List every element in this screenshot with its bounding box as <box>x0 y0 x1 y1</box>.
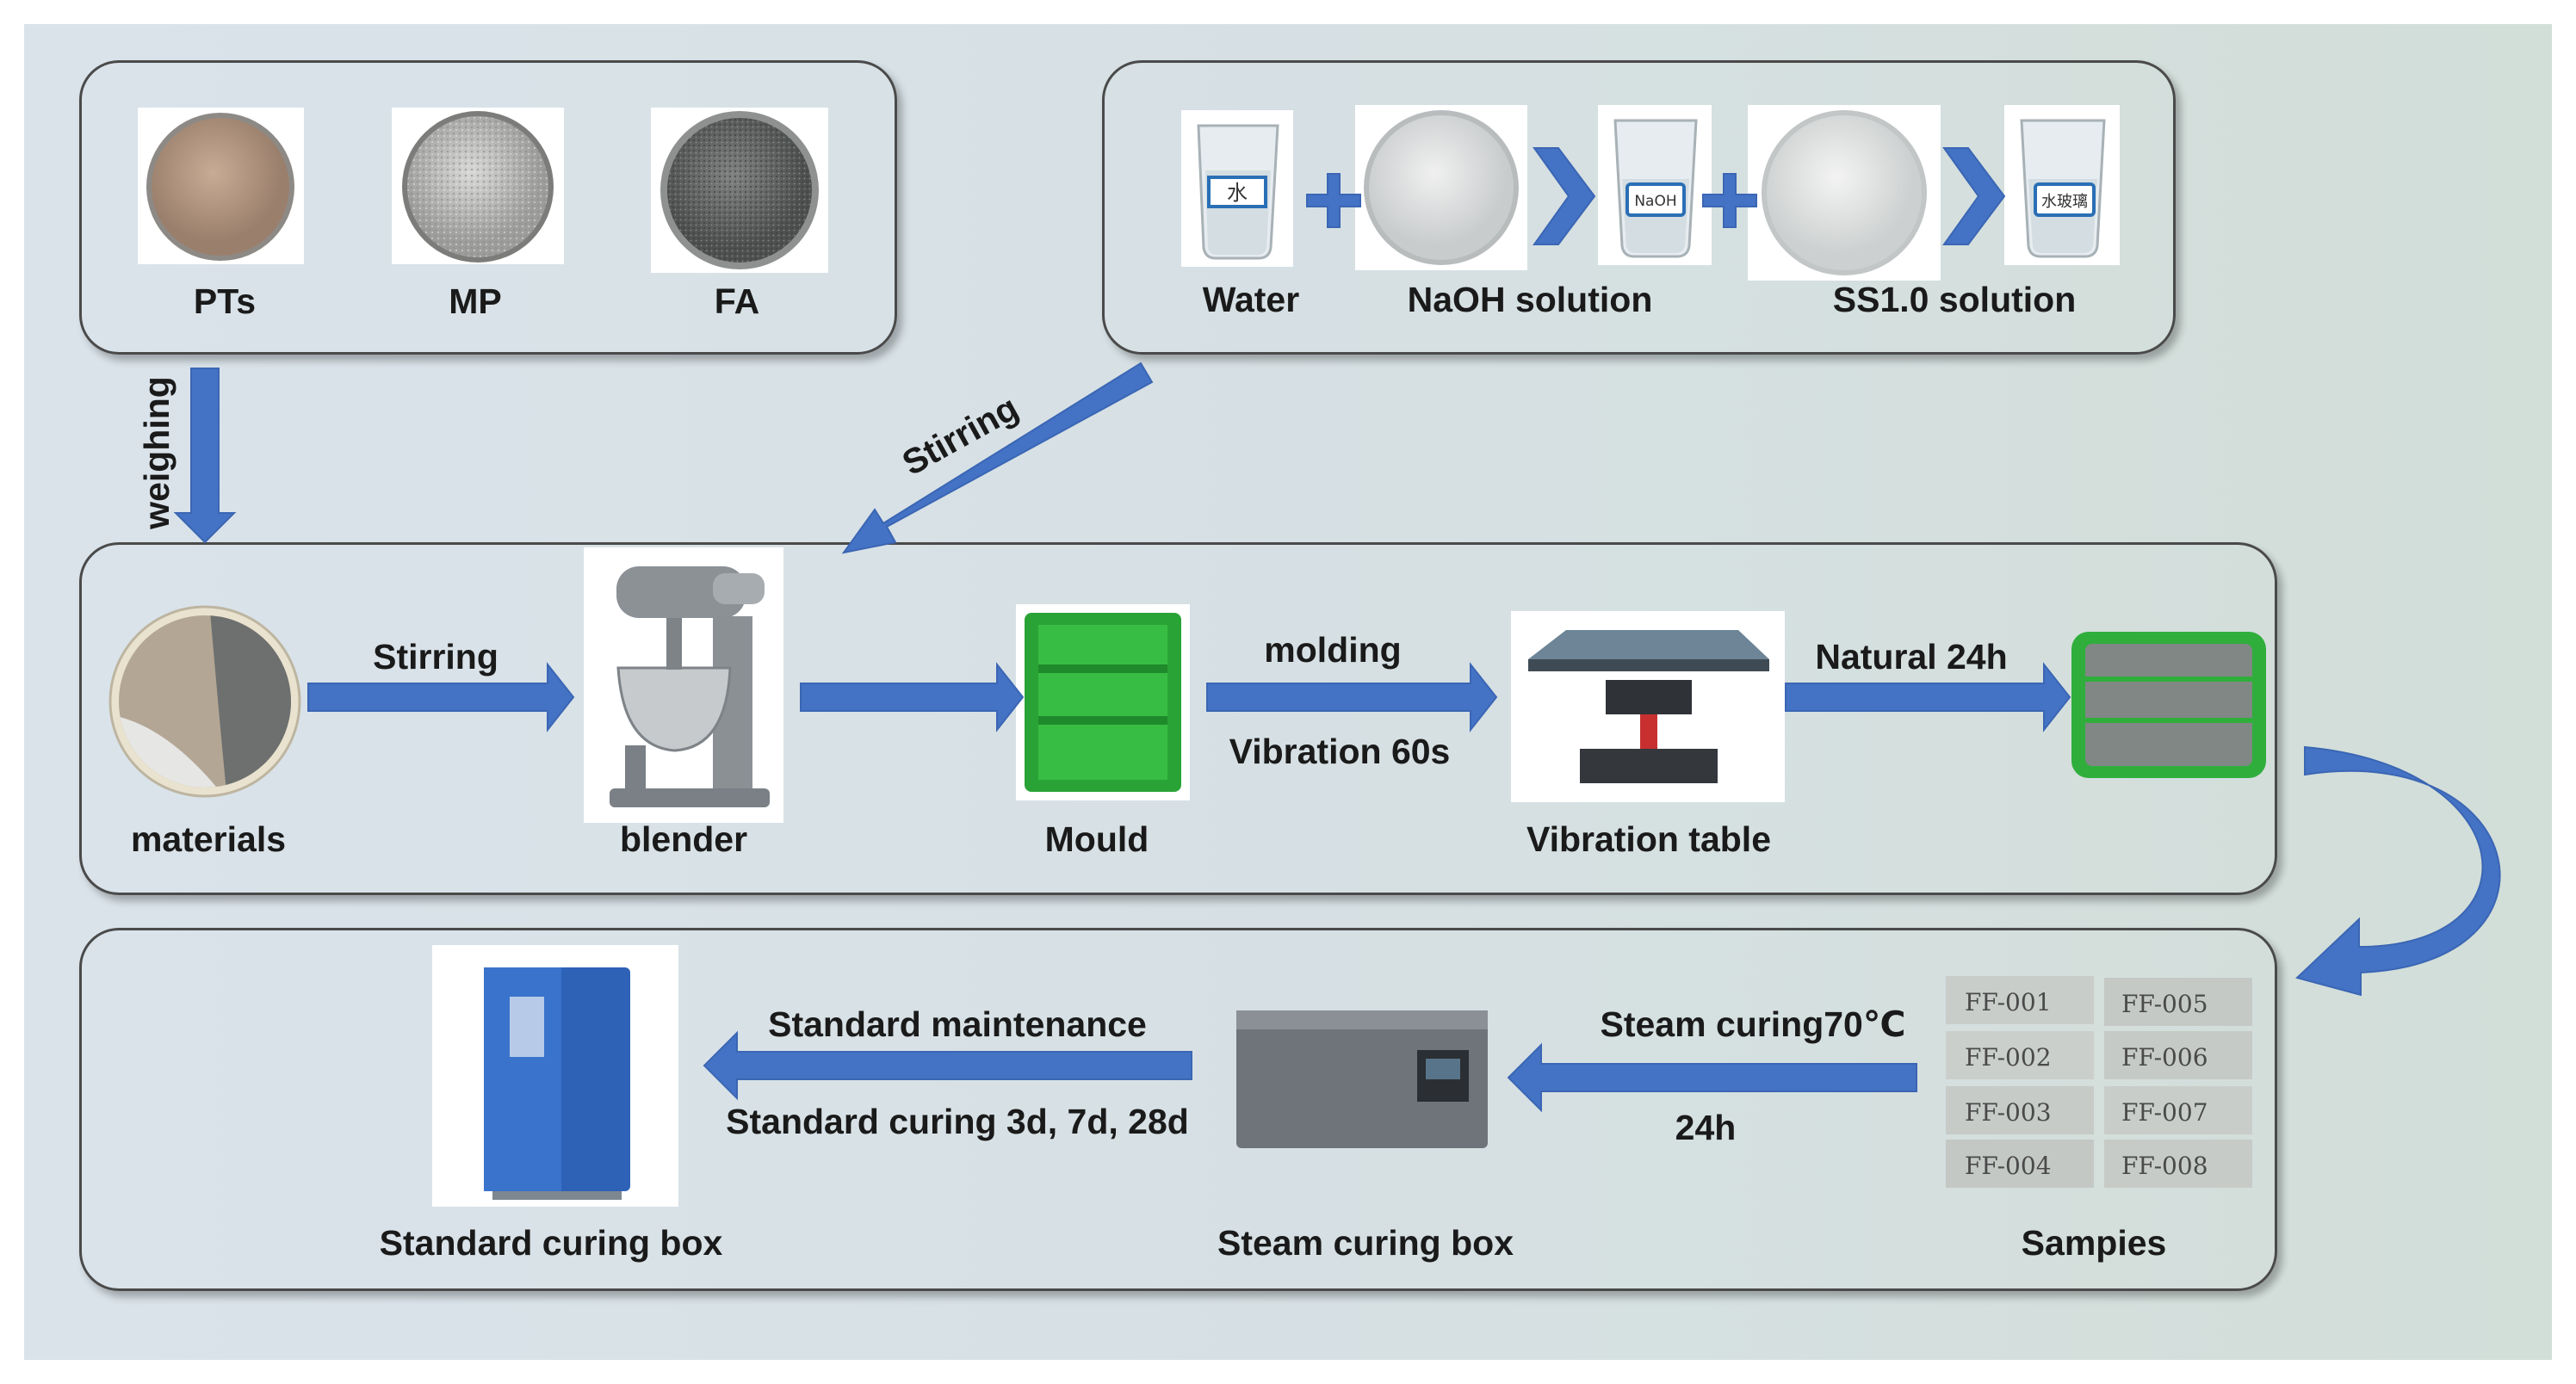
samples-label: Sampies <box>2021 1223 2167 1263</box>
naoh-solution-label: NaOH solution <box>1407 280 1653 319</box>
sample-tag-7: FF-004 <box>1965 1152 2052 1180</box>
ss-powder-photo <box>1748 105 1941 281</box>
steam-curing-arrow <box>1507 1042 1917 1113</box>
plus-icon-2 <box>1702 173 1757 228</box>
24h-label: 24h <box>1675 1108 1737 1147</box>
standard-curing-box-photo <box>432 945 678 1207</box>
stirring-diagonal-label: Stirring <box>895 387 1025 483</box>
ss-beaker-label: 水玻璃 <box>2041 193 2088 211</box>
weighing-label: weighing <box>137 376 176 530</box>
solution-panel <box>1102 60 2176 355</box>
pts-powder-photo <box>138 108 304 264</box>
vibration-table-label: Vibration table <box>1526 819 1772 859</box>
vibration-60s-label: Vibration 60s <box>1229 732 1451 771</box>
ss-solution-label: SS1.0 solution <box>1832 280 2077 319</box>
curing-panel <box>79 928 2277 1291</box>
mould-label: Mould <box>1044 819 1149 859</box>
water-beaker-photo: 水 <box>1181 110 1293 267</box>
samples-photo: FF-001 FF-005 FF-002 FF-006 FF-003 FF-00… <box>1944 973 2256 1191</box>
sample-tag-1: FF-001 <box>1965 988 2052 1016</box>
stirring-diagonal-arrow <box>841 361 1154 554</box>
sample-tag-2: FF-005 <box>2121 990 2208 1018</box>
water-beaker-label: 水 <box>1227 181 1248 205</box>
chevron-right-icon-2 <box>1942 147 2006 245</box>
sample-tag-6: FF-007 <box>2121 1098 2208 1127</box>
molding-arrow <box>1206 662 1498 732</box>
molding-label: molding <box>1264 630 1402 670</box>
stirring-arrow <box>307 662 575 732</box>
natural-24h-arrow <box>1785 662 2071 732</box>
to-mould-arrow <box>800 662 1025 732</box>
raw-materials-panel <box>79 60 897 355</box>
sample-tag-3: FF-002 <box>1965 1043 2052 1072</box>
water-label: Water <box>1202 280 1300 319</box>
naoh-powder-photo <box>1355 105 1527 270</box>
naoh-beaker-label: NaOH <box>1634 193 1676 210</box>
mixing-panel <box>79 542 2277 895</box>
standard-curing-box-label: Standard curing box <box>379 1223 723 1263</box>
naoh-beaker-photo: NaOH <box>1598 105 1712 265</box>
sample-tag-8: FF-008 <box>2121 1152 2208 1180</box>
natural-24h-label: Natural 24h <box>1815 637 2008 677</box>
fa-powder-photo <box>651 108 828 273</box>
steam-curing-box-label: Steam curing box <box>1217 1223 1514 1263</box>
standard-curing-days-label: Standard curing 3d, 7d, 28d <box>726 1102 1189 1141</box>
weighing-arrow <box>173 368 237 544</box>
standard-maintenance-arrow <box>703 1030 1192 1101</box>
steam-curing-box-photo <box>1229 990 1495 1160</box>
blender-label: blender <box>619 819 748 859</box>
mould-photo <box>1016 604 1190 800</box>
fa-label: FA <box>714 281 760 321</box>
stirring-label: Stirring <box>373 637 498 677</box>
mp-label: MP <box>449 281 502 321</box>
vibration-table-photo <box>1511 611 1785 802</box>
demoulded-sample-photo <box>2066 621 2271 785</box>
steam-curing-70-label: Steam curing70℃ <box>1600 1004 1906 1044</box>
curved-connector-arrow <box>2295 745 2501 997</box>
blender-photo <box>584 547 783 823</box>
mixed-materials-photo <box>107 602 303 800</box>
plus-icon-1 <box>1306 173 1361 228</box>
sample-tag-5: FF-003 <box>1965 1098 2052 1127</box>
ss-beaker-photo: 水玻璃 <box>2004 105 2120 265</box>
sample-tag-4: FF-006 <box>2121 1043 2208 1072</box>
materials-label: materials <box>130 819 287 859</box>
mp-powder-photo <box>392 108 564 264</box>
standard-maintenance-label: Standard maintenance <box>768 1004 1147 1044</box>
chevron-right-icon-1 <box>1533 147 1596 245</box>
pts-label: PTs <box>193 281 257 321</box>
